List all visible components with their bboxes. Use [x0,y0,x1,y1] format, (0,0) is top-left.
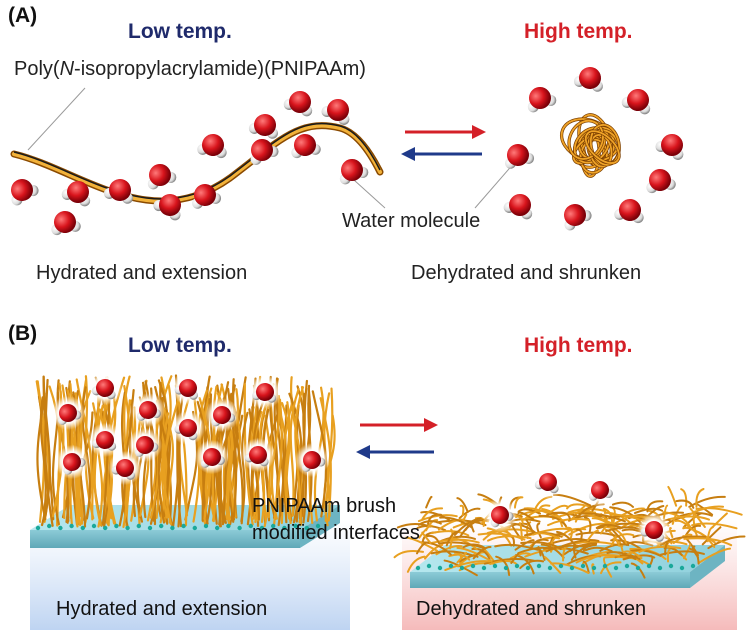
panel-a-caption-left: Hydrated and extension [36,262,248,284]
panel-a-label: (A) [8,4,38,27]
water-molecule [321,99,350,125]
water-molecule-label: Water molecule [342,210,481,232]
water-molecule [103,179,133,204]
water-molecule [503,194,533,220]
equilibrium-arrows-a [401,125,486,161]
water-molecule [530,464,566,500]
brush-label-line2: modified interfaces [252,522,420,544]
panel-a-low-temp: Low temp. [128,20,232,43]
water-molecule [51,211,81,236]
water-molecule [197,134,227,159]
collapsed-polymer-brush [393,485,746,579]
water-molecule [10,179,39,206]
panel-b-caption-right: Dehydrated and shrunken [416,598,647,620]
water-molecule [170,370,206,406]
water-molecule [573,67,603,92]
water-molecule [482,497,518,533]
water-molecule [107,450,143,486]
panel-a-caption-right: Dehydrated and shrunken [411,262,642,284]
water-molecule [291,134,321,159]
water-molecule [248,114,278,139]
water-molecule [250,139,279,165]
water-molecule [505,144,535,169]
brush-anchor-points [35,523,696,571]
water-molecule [527,87,557,113]
water-molecule [50,395,86,431]
polymer-name-label: Poly(N-isopropylacrylamide)(PNIPAAm) [14,58,366,80]
water-molecules-b [50,370,672,548]
extended-polymer-chain [10,122,384,205]
water-molecule [54,444,90,480]
water-molecule [61,181,91,207]
panel-b-high-temp: High temp. [524,334,633,357]
water-molecule [339,159,369,185]
panel-b-label: (B) [8,322,38,345]
water-molecule [153,194,181,221]
panel-b-caption-left: Hydrated and extension [56,598,268,620]
water-molecule [240,437,276,473]
water-molecule [170,410,206,446]
water-molecule [147,164,177,190]
water-molecule [621,89,651,115]
water-molecule [192,184,222,209]
water-molecules-a [10,67,684,236]
water-molecule [204,397,240,433]
polymer-leader-line [27,87,86,151]
water-molecule [636,512,672,548]
water-molecule [655,134,684,160]
water-leader-line-left [353,179,386,209]
water-molecule [646,169,676,194]
water-molecule [582,472,618,508]
brush-label-line1: PNIPAAm brush [252,495,397,517]
water-molecule [294,442,330,478]
water-molecule [87,370,123,406]
water-molecule [130,392,166,428]
water-molecule [564,204,592,231]
panel-a-high-temp: High temp. [524,20,633,43]
water-molecule [614,199,644,224]
water-molecule [247,374,283,410]
collapsed-polymer-coil [560,113,621,178]
water-molecule [127,427,163,463]
water-molecule [283,91,313,117]
equilibrium-arrows-b [356,418,438,459]
panel-b-low-temp: Low temp. [128,334,232,357]
water-molecule [194,439,230,475]
water-molecule [87,422,123,458]
water-leader-line-right [474,161,516,209]
